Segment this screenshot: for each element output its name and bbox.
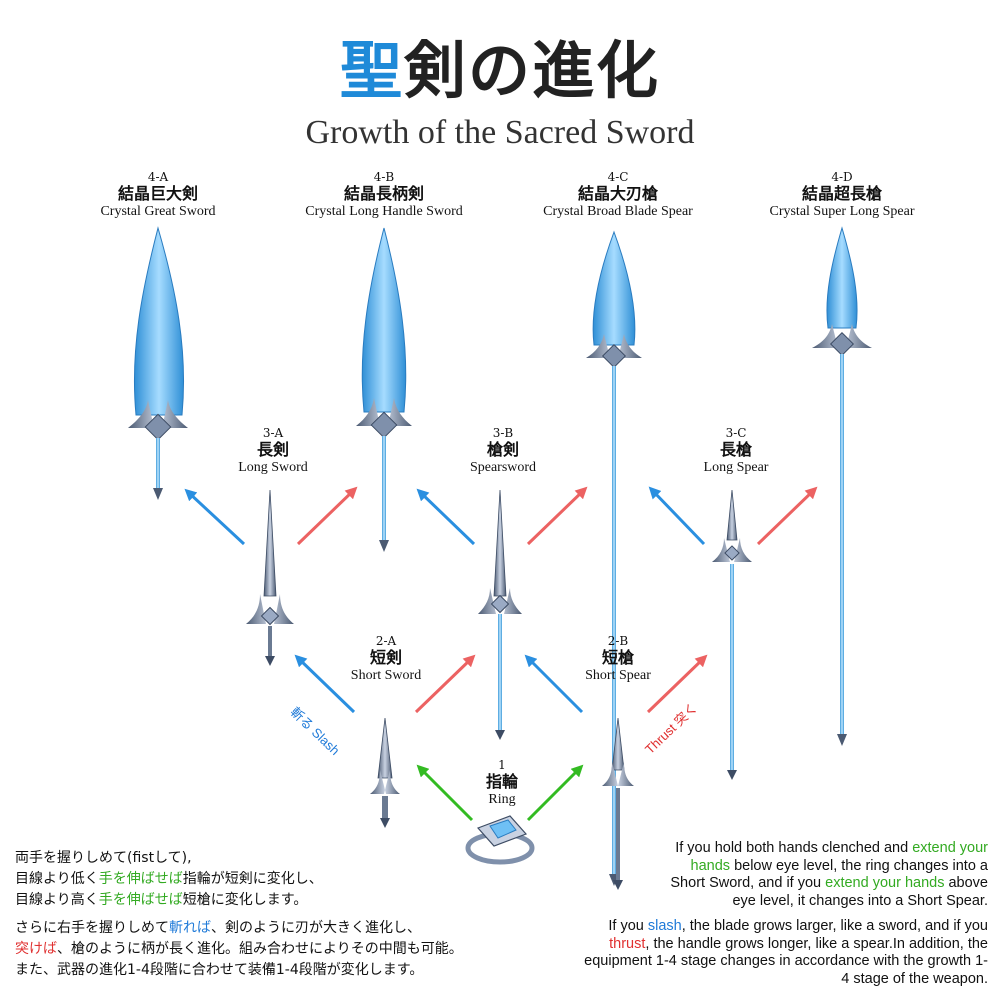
- explanation-jp-p1-line-2: 目線より低く手を伸ばせば指輪が短剣に変化し、: [15, 869, 323, 890]
- node-1-name-en: Ring: [488, 791, 516, 807]
- title-japanese: 聖剣の進化: [0, 40, 1000, 102]
- weapon-4a-crystal-great-sword: [128, 226, 188, 500]
- weapon-3a-long-sword: [246, 489, 294, 666]
- explanation-jp-paragraph-1: 両手を握りしめて(fistして), 目線より低く手を伸ばせば指輪が短剣に変化し、…: [15, 848, 323, 911]
- jp-p2-l1-slash: 斬れば: [169, 920, 211, 936]
- explanation-en-paragraph-1: If you hold both hands clenched and exte…: [658, 840, 988, 910]
- node-4b-stage: 4-B: [373, 170, 395, 184]
- node-2a-label: 2-A 短剣 Short Sword: [326, 634, 446, 684]
- title-japanese-rest: 剣の進化: [404, 34, 661, 107]
- jp-p1-l2-part-c: 指輪が短剣に変化し、: [182, 871, 323, 887]
- node-3b-label: 3-B 槍剣 Spearsword: [443, 426, 563, 476]
- node-4a-name-jp: 結晶巨大剣: [117, 184, 198, 204]
- node-4c-name-jp: 結晶大刃槍: [577, 184, 658, 204]
- explanation-jp-p2-line-3: また、武器の進化1-4段階に合わせて装備1-4段階が変化します。: [15, 962, 424, 978]
- node-2b-name-jp: 短槍: [601, 648, 634, 668]
- weapon-3b-spearsword: [478, 489, 522, 740]
- node-3c-stage: 3-C: [725, 426, 747, 440]
- jp-p2-l1-part-c: 、剣のように刃が大きく進化し、: [211, 920, 421, 936]
- jp-p1-l3-part-a: 目線より高く: [15, 892, 99, 908]
- en-p1-part-e: above eye level, it changes into a Short…: [732, 875, 988, 909]
- node-2a-stage: 2-A: [375, 634, 397, 648]
- node-2b-label: 2-B 短槍 Short Spear: [558, 634, 678, 684]
- node-4b-name-en: Crystal Long Handle Sword: [305, 203, 463, 219]
- node-3a-label: 3-A 長剣 Long Sword: [213, 426, 333, 476]
- weapon-3c-long-spear: [712, 489, 752, 780]
- node-2a-name-jp: 短剣: [369, 648, 402, 668]
- evolution-arrows: [184, 486, 818, 822]
- node-4d-stage: 4-D: [831, 170, 853, 184]
- node-2b-name-en: Short Spear: [585, 667, 651, 683]
- node-3b-name-en: Spearsword: [469, 459, 537, 475]
- explanation-jp-p2-line-1: さらに右手を握りしめて斬れば、剣のように刃が大きく進化し、: [15, 918, 463, 939]
- jp-p1-l3-part-c: 短槍に変化します。: [182, 892, 308, 908]
- en-p2-part-a: If you: [608, 918, 648, 934]
- node-3a-name-en: Long Sword: [238, 459, 308, 475]
- node-2a-name-en: Short Sword: [350, 667, 422, 683]
- node-3a-stage: 3-A: [262, 426, 284, 440]
- node-4d-name-en: Crystal Super Long Spear: [769, 203, 915, 219]
- node-4a-name-en: Crystal Great Sword: [100, 203, 216, 219]
- node-3c-name-jp: 長槍: [719, 440, 752, 460]
- explanation-jp-p1-line-3: 目線より高く手を伸ばせば短槍に変化します。: [15, 890, 323, 911]
- jp-p1-l2-part-a: 目線より低く: [15, 871, 99, 887]
- node-3c-name-en: Long Spear: [703, 459, 769, 475]
- explanation-jp-p2-line-2: 突けば、槍のように柄が長く進化。組み合わせによりその中間も可能。: [15, 939, 463, 960]
- explanation-jp-paragraph-2: さらに右手を握りしめて斬れば、剣のように刃が大きく進化し、 突けば、槍のように柄…: [15, 918, 463, 981]
- en-p1-part-c: below eye level, the ring changes into a…: [670, 857, 988, 892]
- node-4c-stage: 4-C: [607, 170, 629, 184]
- jp-p2-l1-part-a: さらに右手を握りしめて: [15, 920, 169, 936]
- node-1-stage: 1: [498, 758, 506, 772]
- jp-p1-l2-highlight: 手を伸ばせば: [98, 871, 183, 887]
- node-4a-label: 4-A 結晶巨大剣 Crystal Great Sword: [74, 170, 242, 220]
- explanation-jp-p1-line-1: 両手を握りしめて(fistして),: [15, 850, 192, 866]
- node-3b-stage: 3-B: [492, 426, 514, 440]
- jp-p2-l2-thrust: 突けば: [15, 941, 57, 957]
- en-p1-extend-1: extend your hands: [690, 840, 988, 874]
- weapon-1-ring: [465, 815, 535, 865]
- node-1-name-jp: 指輪: [485, 772, 518, 792]
- en-p2-part-e: , the handle grows longer, like a spear.…: [584, 935, 988, 987]
- node-3b-name-jp: 槍剣: [486, 440, 519, 460]
- en-p1-extend-2: extend your hands: [825, 875, 945, 891]
- node-4c-name-en: Crystal Broad Blade Spear: [543, 203, 693, 219]
- weapon-4b-crystal-long-handle-sword: [356, 227, 412, 552]
- weapon-2b-short-spear: [602, 717, 634, 890]
- jp-p2-l2-part-b: 、槍のように柄が長く進化。組み合わせによりその中間も可能。: [57, 941, 463, 957]
- node-4b-name-jp: 結晶長柄剣: [343, 184, 424, 204]
- node-4d-name-jp: 結晶超長槍: [801, 184, 882, 204]
- weapon-4d-crystal-super-long-spear: [812, 226, 872, 746]
- en-p2-part-c: , the blade grows larger, like a sword, …: [681, 918, 988, 934]
- node-4d-label: 4-D 結晶超長槍 Crystal Super Long Spear: [742, 170, 942, 220]
- jp-p1-l3-highlight: 手を伸ばせば: [98, 892, 183, 908]
- weapon-4c-crystal-broad-blade-spear: [586, 230, 642, 886]
- node-4b-label: 4-B 結晶長柄剣 Crystal Long Handle Sword: [284, 170, 484, 220]
- weapon-2a-short-sword: [370, 717, 400, 828]
- node-3c-label: 3-C 長槍 Long Spear: [676, 426, 796, 476]
- title-english: Growth of the Sacred Sword: [305, 114, 695, 151]
- node-2b-stage: 2-B: [607, 634, 629, 648]
- node-1-label: 1 指輪 Ring: [462, 758, 542, 808]
- node-3a-name-jp: 長剣: [256, 440, 289, 460]
- node-4a-stage: 4-A: [147, 170, 169, 184]
- node-4c-label: 4-C 結晶大刃槍 Crystal Broad Blade Spear: [518, 170, 718, 220]
- en-p2-thrust: thrust: [609, 935, 646, 952]
- en-p2-slash: slash: [647, 918, 682, 934]
- title-accent-char: 聖: [339, 34, 404, 107]
- en-p1-part-a: If you hold both hands clenched and: [675, 840, 913, 856]
- explanation-en-paragraph-2: If you slash, the blade grows larger, li…: [578, 918, 988, 988]
